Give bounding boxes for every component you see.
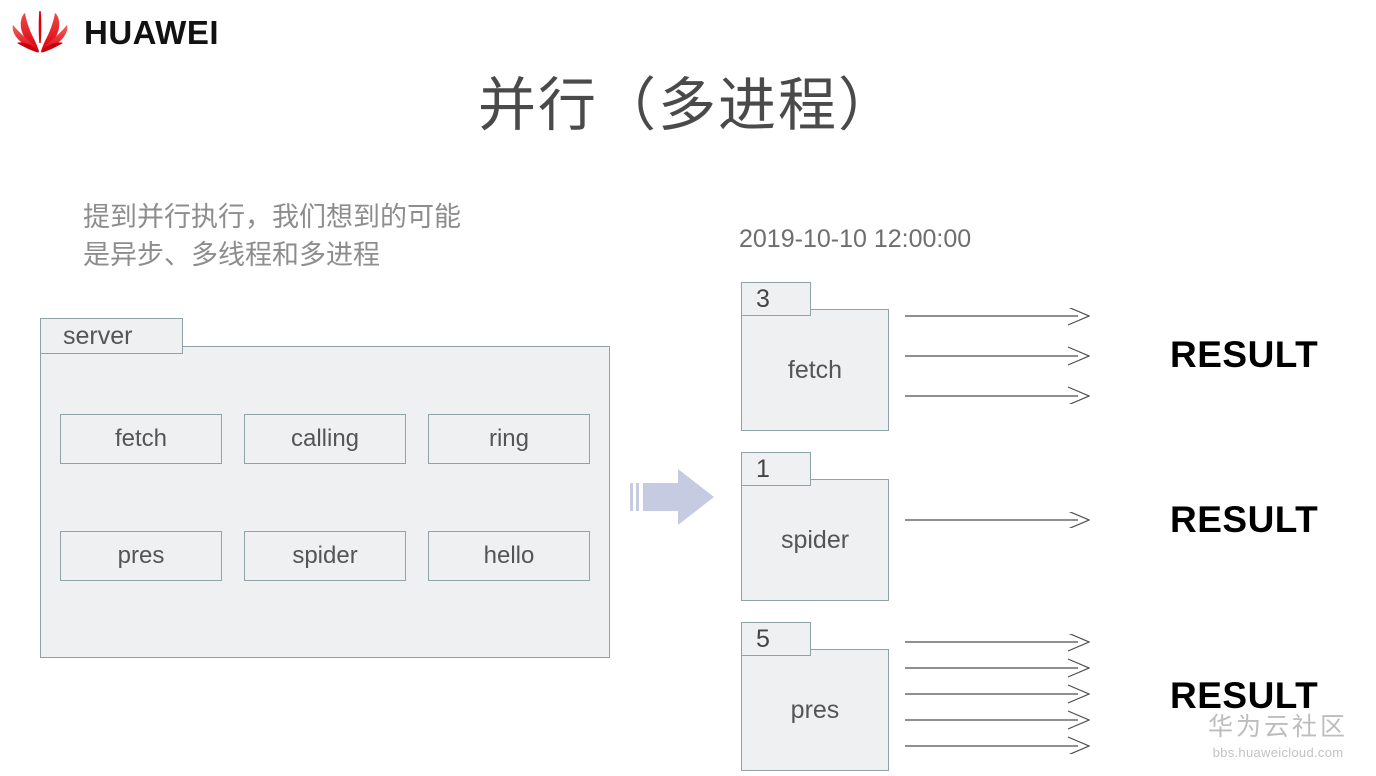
watermark-url: bbs.huaweicloud.com	[1212, 744, 1344, 760]
page-title: 并行（多进程）	[477, 73, 898, 138]
server-panel-body	[40, 346, 610, 658]
huawei-flower-logo-icon	[12, 11, 68, 53]
server-panel-tab: server	[40, 318, 183, 354]
task-box[interactable]: hello	[428, 531, 590, 581]
process-body[interactable]: fetch	[741, 309, 889, 431]
server-panel-tab-label: server	[63, 321, 133, 350]
result-arrow-stack	[905, 308, 1090, 404]
process-count-label: 1	[756, 454, 770, 483]
process-count-tab: 3	[741, 282, 811, 316]
process-name-label: fetch	[787, 355, 843, 384]
watermark-text: 华为云社区	[1207, 713, 1348, 741]
task-box[interactable]: calling	[244, 414, 406, 464]
process-count-tab: 1	[741, 452, 811, 486]
process-body[interactable]: spider	[741, 479, 889, 601]
process-body[interactable]: pres	[741, 649, 889, 771]
result-arrow-stack	[905, 512, 1090, 528]
watermark: 华为云社区 bbs.huaweicloud.com	[1188, 713, 1368, 760]
timestamp-label: 2019-10-10 12:00:00	[739, 225, 972, 253]
process-count-tab: 5	[741, 622, 811, 656]
result-arrow-stack	[905, 634, 1090, 754]
process-name-label: pres	[790, 695, 840, 724]
process-count-label: 3	[756, 284, 770, 313]
process-name-label: spider	[780, 525, 850, 554]
lead-paragraph: 提到并行执行，我们想到的可能 是异步、多线程和多进程	[83, 202, 461, 271]
result-label: RESULT	[1170, 334, 1319, 375]
process-count-label: 5	[756, 624, 770, 653]
brand-wordmark: HUAWEI	[84, 13, 219, 51]
task-box[interactable]: pres	[60, 531, 222, 581]
result-label: RESULT	[1170, 499, 1319, 540]
brand-header: HUAWEI	[8, 8, 219, 56]
server-task-grid: fetch calling ring pres spider hello	[40, 346, 610, 658]
task-box[interactable]: fetch	[60, 414, 222, 464]
right-arrow-icon	[630, 469, 714, 525]
task-box[interactable]: ring	[428, 414, 590, 464]
task-box[interactable]: spider	[244, 531, 406, 581]
result-label: RESULT	[1170, 675, 1319, 716]
